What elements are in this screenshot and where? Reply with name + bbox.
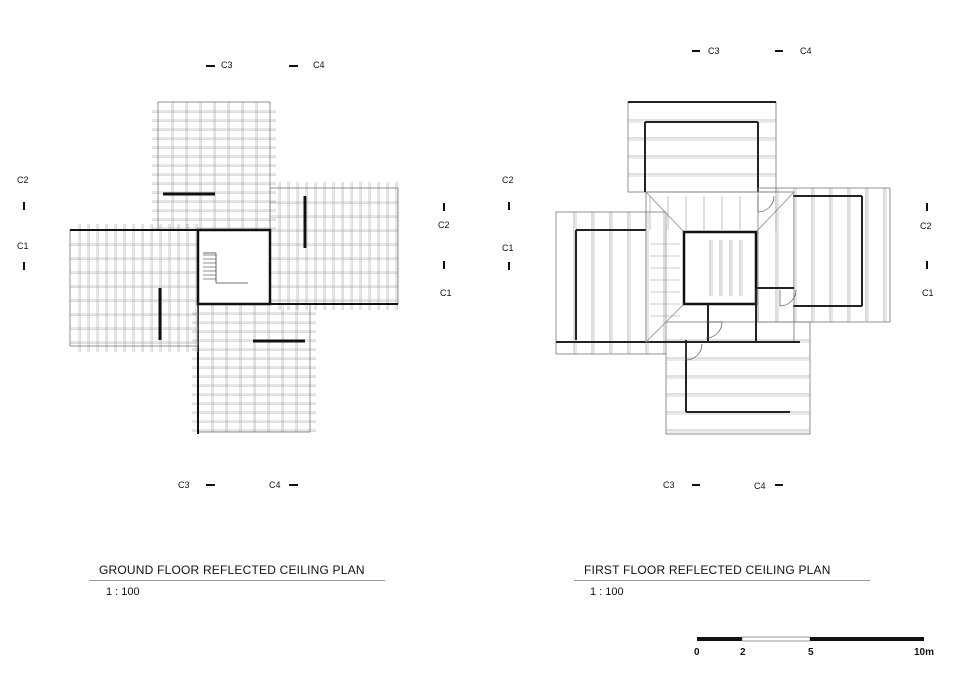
gf-mark-c1-left: C1 xyxy=(17,241,29,251)
ground-floor-scale: 1 : 100 xyxy=(106,586,140,598)
first-floor-title: FIRST FLOOR REFLECTED CEILING PLAN xyxy=(584,563,831,577)
ff-core xyxy=(682,230,758,306)
scale-bar-label-10m: 10m xyxy=(914,647,935,658)
gf-mark-c4-top: C4 xyxy=(313,60,325,70)
ff-mark-c3-bottom: C3 xyxy=(663,480,675,490)
gf-mark-c1-right: C1 xyxy=(440,288,452,298)
ff-door-ne xyxy=(757,195,775,213)
first-floor-title-rule xyxy=(574,580,870,581)
ff-mark-c3-top: C3 xyxy=(708,46,720,56)
ff-door-sw xyxy=(685,343,703,361)
ff-door-s xyxy=(705,321,723,339)
ff-mark-c4-top: C4 xyxy=(800,46,812,56)
gf-mark-c2-right: C2 xyxy=(438,220,450,230)
gf-left-wing xyxy=(69,229,199,347)
first-floor-scale: 1 : 100 xyxy=(590,586,624,598)
ff-left-wing xyxy=(555,211,667,355)
gf-mark-c3-top: C3 xyxy=(221,60,233,70)
ground-floor-title: GROUND FLOOR REFLECTED CEILING PLAN xyxy=(99,563,365,577)
first-floor-section-marks: C3 C4 C2 C1 C2 C1 C3 C4 xyxy=(502,46,934,491)
scale-bar xyxy=(697,636,924,642)
scale-bar-label-0: 0 xyxy=(694,647,700,658)
gf-right-wing xyxy=(269,187,399,305)
scale-bar-label-5: 5 xyxy=(808,647,814,658)
ff-right-wing xyxy=(757,187,891,323)
ff-mark-c1-left: C1 xyxy=(502,243,514,253)
ff-mark-c2-right: C2 xyxy=(920,221,932,231)
ff-mark-c1-right: C1 xyxy=(922,288,934,298)
ground-floor-title-rule xyxy=(89,580,385,581)
ff-door-e xyxy=(779,289,797,307)
first-floor-plan xyxy=(555,101,891,435)
gf-mark-c2-left: C2 xyxy=(17,175,29,185)
scale-bar-label-2: 2 xyxy=(740,647,746,658)
ground-floor-section-marks: C3 C4 C2 C1 C2 C1 C3 C4 xyxy=(17,60,452,490)
ff-mark-c2-left: C2 xyxy=(502,175,514,185)
gf-mark-c4-bottom: C4 xyxy=(269,480,281,490)
gf-mark-c3-bottom: C3 xyxy=(178,480,190,490)
gf-central-core xyxy=(196,228,272,306)
ground-floor-plan xyxy=(69,101,399,434)
ff-mark-c4-bottom: C4 xyxy=(754,481,766,491)
ff-top-wing xyxy=(627,101,777,193)
